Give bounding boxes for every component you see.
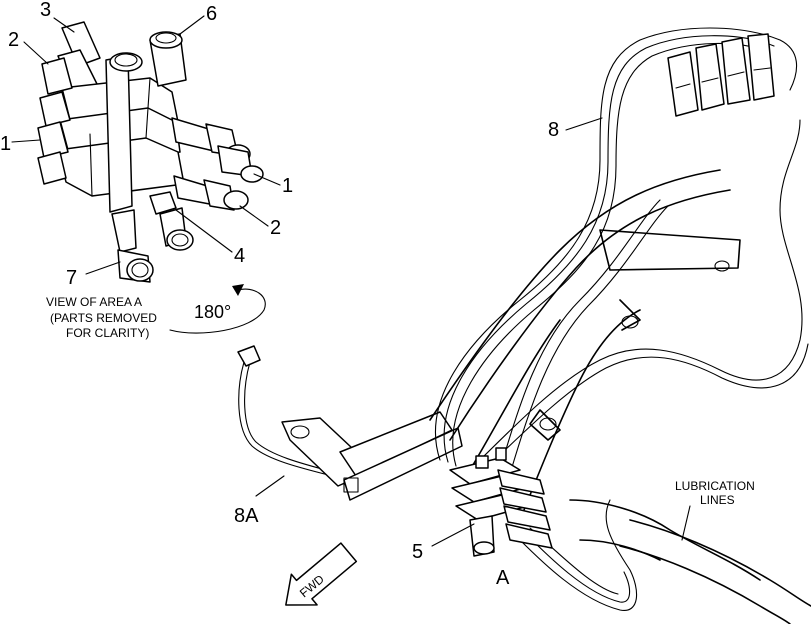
callout-3: 3 [40,0,51,21]
callout-1-left: 1 [0,133,11,155]
callout-7: 7 [66,267,77,289]
frame-bracket [281,411,463,501]
callout-6: 6 [206,3,217,25]
fwd-arrow [285,542,358,606]
callout-2-left: 2 [8,29,19,51]
callout-4: 4 [234,245,245,267]
callout-5: 5 [412,541,423,563]
line-8a [237,345,349,481]
callout-1-right: 1 [282,175,293,197]
lubrication-label-line1: LUBRICATION [675,479,755,493]
manifold-assembly [449,447,553,557]
callout-2-right: 2 [270,217,281,239]
main-leaders [255,117,603,547]
view-note-line1: VIEW OF AREA A [46,295,142,309]
callout-8: 8 [548,119,559,141]
valve-block-inset [37,21,264,283]
top-fittings [667,33,775,117]
callout-8a: 8A [234,505,259,527]
view-note-line3: FOR CLARITY) [66,326,149,340]
rotation-arrow [169,284,266,334]
area-label: A [496,567,510,589]
view-note-line2: (PARTS REMOVED [50,311,157,325]
rotation-label: 180° [194,302,231,322]
inset-leaders [11,15,281,275]
lubrication-line-bundle [435,27,809,611]
lubrication-hose [619,505,811,624]
lubrication-label-line2: LINES [700,493,735,507]
